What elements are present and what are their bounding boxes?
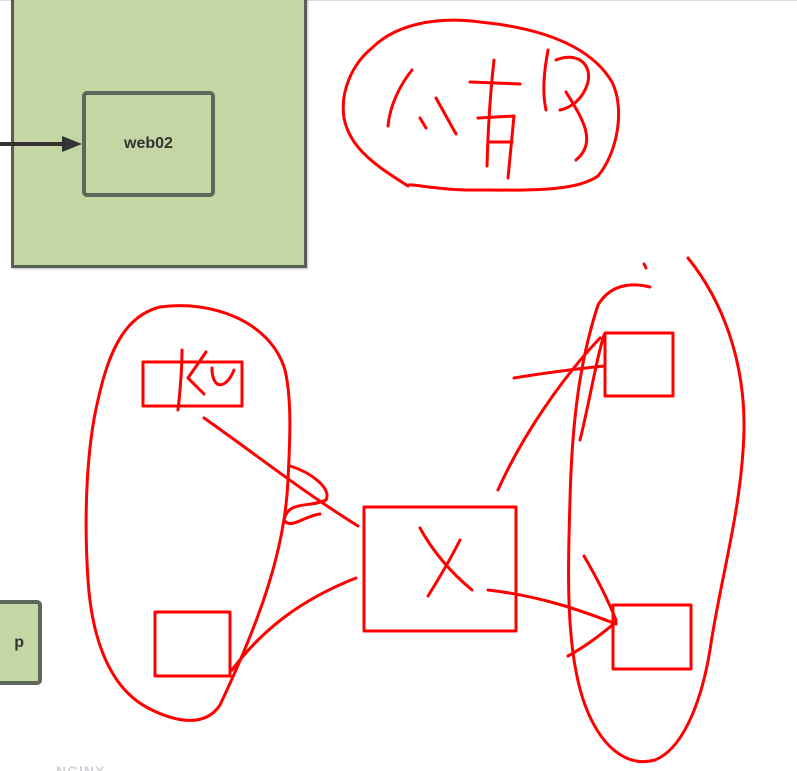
annotation-box-bottom-right	[611, 603, 693, 671]
annotation-arrow	[230, 576, 358, 672]
annotation-box-top-right	[603, 331, 675, 398]
arrowhead-icon	[62, 136, 82, 152]
annotation-glyph-stroke	[434, 96, 458, 136]
annotation-glyph-stroke	[476, 114, 516, 180]
annotation-glyph-stroke	[564, 90, 589, 162]
annotation-arrow	[202, 416, 360, 528]
web02-node-label: web02	[124, 135, 173, 152]
annotation-arrow	[496, 336, 602, 492]
annotation-glyph-stroke	[485, 58, 496, 168]
connector-arrow	[0, 136, 82, 152]
annotation-left-loop	[84, 304, 292, 722]
annotation-glyph-stroke	[468, 80, 522, 86]
bottom-caption: NGINX	[56, 763, 106, 771]
top-divider	[0, 0, 797, 1]
annotation-arrow	[282, 464, 329, 526]
annotation-box-bottom-left	[153, 610, 232, 678]
handwritten-annotations	[84, 18, 746, 763]
annotation-arrow	[486, 588, 618, 626]
annotation-glyph-stroke	[418, 116, 428, 130]
annotation-arrow	[512, 364, 606, 380]
annotation-arrow	[578, 333, 606, 442]
annotation-box-top-left	[141, 360, 244, 408]
annotation-glyph-stroke	[642, 262, 648, 270]
annotation-glyph-stroke	[186, 350, 208, 396]
partial-node[interactable]: p	[0, 600, 42, 685]
annotation-arrow	[566, 620, 618, 658]
annotation-top-loop	[341, 18, 621, 192]
annotation-box-center	[362, 505, 518, 633]
annotation-glyph-stroke	[386, 68, 414, 128]
partial-node-label: p	[14, 633, 24, 651]
annotation-arrow	[582, 554, 618, 622]
annotation-glyph-stroke	[542, 48, 550, 112]
annotation-glyph-stroke	[426, 538, 462, 598]
annotation-glyph-stroke	[210, 366, 236, 387]
web02-node[interactable]: web02	[82, 91, 215, 197]
annotation-glyph-stroke	[554, 55, 591, 112]
annotation-glyph-stroke	[176, 348, 184, 412]
annotation-glyph-stroke	[418, 526, 474, 592]
